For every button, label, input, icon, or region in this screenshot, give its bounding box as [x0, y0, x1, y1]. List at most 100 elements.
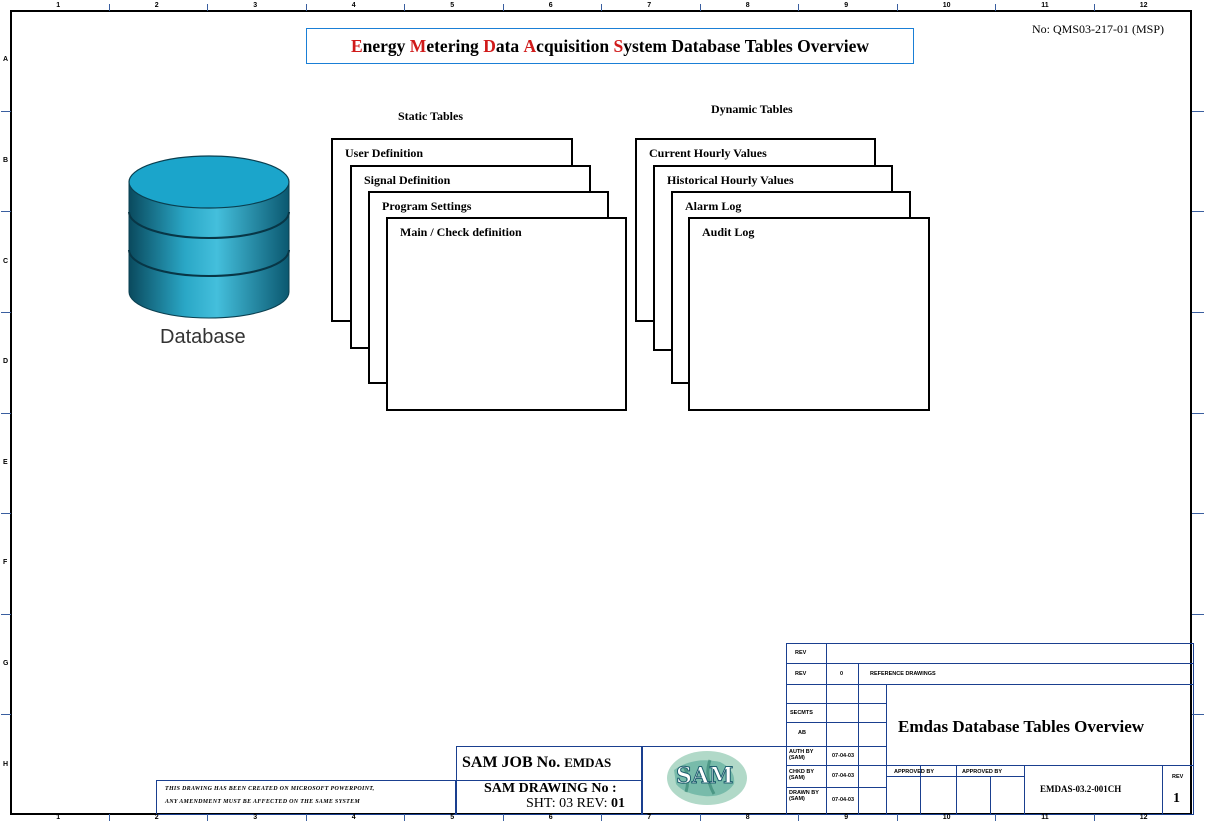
sam-logo: [664, 748, 750, 808]
zone-tick: [601, 4, 602, 11]
row-label: D: [3, 358, 9, 366]
column-label-top: 6: [548, 2, 553, 9]
column-label-bottom: 10: [942, 814, 951, 821]
zone-tick: [896, 4, 898, 11]
rev-small-label: REV: [1172, 774, 1184, 780]
checked-date: 07-04-03: [832, 773, 855, 779]
title-segment: ata: [495, 35, 524, 56]
column-label-top: 5: [450, 2, 455, 9]
zone-tick: [699, 814, 701, 821]
row-label: F: [3, 559, 8, 567]
checked-by-label: CHKD BY (SAM): [789, 769, 814, 781]
zone-tick: [305, 814, 307, 821]
title-segment: cquisition: [536, 35, 614, 56]
zone-tick: [502, 814, 504, 821]
zone-tick: [305, 4, 307, 11]
zone-tick: [896, 814, 898, 821]
zone-tick: [1, 412, 11, 414]
title-segment: D: [483, 35, 496, 56]
column-label-top: 4: [351, 2, 356, 9]
database-icon: [127, 154, 291, 324]
zone-tick: [404, 4, 405, 11]
document-number: No: QMS03-217-01 (MSP): [1032, 22, 1165, 36]
column-label-bottom: 3: [253, 814, 258, 821]
zone-tick: [1192, 513, 1204, 515]
static-table-main-check-definition: Main / Check definition: [386, 217, 627, 411]
zone-tick: [699, 4, 701, 11]
column-label-top: 3: [253, 2, 258, 9]
rev-label-2: REV: [795, 671, 807, 677]
column-label-bottom: 6: [548, 814, 553, 821]
logo-text: SAM: [675, 763, 734, 790]
column-label-bottom: 4: [351, 814, 356, 821]
note-line-2: ANY AMENDMENT MUST BE AFFECTED ON THE SA…: [165, 799, 361, 805]
approved-by-label-2: APPROVED BY: [962, 769, 1003, 775]
zone-tick: [404, 814, 405, 821]
row-label: H: [3, 760, 9, 768]
column-label-bottom: 8: [745, 814, 750, 821]
zone-tick: [1192, 311, 1204, 313]
sheet-rev: SHT: 03 REV: 01: [526, 796, 625, 811]
column-label-top: 10: [942, 2, 951, 9]
row-label: B: [3, 156, 9, 164]
zone-tick: [1192, 714, 1204, 716]
zone-tick: [1, 110, 11, 112]
column-label-top: 11: [1041, 2, 1049, 9]
row-label: E: [3, 458, 8, 466]
row-label: G: [3, 660, 9, 668]
authorised-by-label: AUTH BY (SAM): [789, 749, 814, 761]
dynamic-table-audit-log: Audit Log: [688, 217, 930, 411]
zone-tick: [1192, 110, 1204, 112]
column-label-bottom: 7: [647, 814, 652, 821]
drawing-number: EMDAS-03.2-001CH: [1040, 784, 1122, 794]
reference-drawings-label: REFERENCE DRAWINGS: [870, 671, 936, 677]
column-label-bottom: 9: [844, 814, 849, 821]
drawing-number-label: SAM DRAWING No :: [484, 781, 617, 796]
zone-tick: [1192, 613, 1204, 615]
column-label-top: 1: [56, 2, 61, 9]
zone-tick: [1093, 4, 1095, 11]
zone-tick: [995, 4, 996, 11]
row-label: A: [3, 56, 9, 64]
zone-tick: [1192, 412, 1204, 414]
zone-tick: [798, 814, 799, 821]
column-label-top: 8: [745, 2, 750, 9]
zone-tick: [798, 4, 799, 11]
dynamic-tables-header: Dynamic Tables: [711, 102, 793, 116]
title-segment: A: [523, 35, 537, 56]
zone-tick: [108, 4, 110, 11]
static-tables-header: Static Tables: [398, 109, 464, 123]
column-label-bottom: 1: [56, 814, 61, 821]
rev-number: 1: [1173, 791, 1180, 806]
column-label-top: 12: [1139, 2, 1148, 9]
zone-tick: [1, 311, 11, 313]
database-label: Database: [160, 326, 246, 348]
zone-tick: [1192, 211, 1204, 213]
title-segment: E: [350, 35, 363, 56]
zone-tick: [502, 4, 504, 11]
title-segment: M: [409, 35, 427, 56]
zone-tick: [207, 814, 208, 821]
title-segment: S: [613, 35, 624, 56]
column-label-bottom: 11: [1041, 814, 1049, 821]
ab-label: AB: [798, 730, 806, 736]
row-label: C: [3, 257, 9, 265]
column-label-bottom: 5: [450, 814, 455, 821]
title-segment: nergy: [362, 35, 410, 56]
zone-tick: [995, 814, 996, 821]
column-label-bottom: 2: [154, 814, 159, 821]
drawn-date: 07-04-03: [832, 797, 855, 803]
job-number: SAM JOB No. EMDAS: [462, 754, 612, 771]
zone-tick: [1, 613, 11, 615]
zone-tick: [1093, 814, 1095, 821]
column-label-bottom: 12: [1139, 814, 1148, 821]
zone-tick: [1, 513, 11, 515]
title-segment: etering: [426, 35, 484, 56]
zone-tick: [207, 4, 208, 11]
drawn-by-label: DRAWN BY (SAM): [789, 790, 819, 802]
zone-tick: [601, 814, 602, 821]
rev-label: REV: [795, 650, 807, 656]
column-label-top: 9: [844, 2, 849, 9]
note-line-1: THIS DRAWING HAS BEEN CREATED ON MICROSO…: [165, 786, 375, 792]
